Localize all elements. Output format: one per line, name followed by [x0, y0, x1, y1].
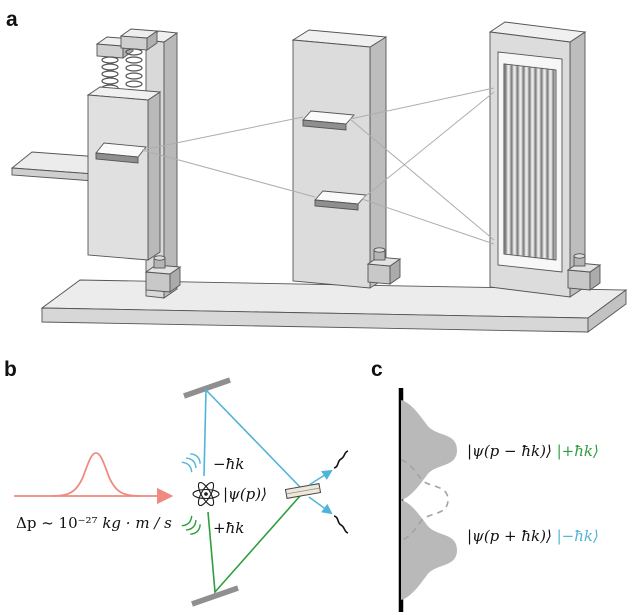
spring-right-icon	[125, 48, 143, 88]
slit-plate-front	[87, 94, 149, 261]
beam-paths	[141, 87, 495, 245]
lower-wavepacket-label: |ψ(p + ħk)⟩ |−ħk⟩	[467, 527, 599, 545]
mirror-top-icon	[183, 377, 231, 399]
beam-path	[361, 91, 495, 200]
mount-block-front	[145, 271, 171, 293]
upper-wavepacket	[401, 400, 457, 500]
nucleus-dot	[204, 492, 208, 496]
impulse-value: Δp ~ 10⁻²⁷	[16, 514, 102, 532]
lower-state-label: |ψ(p + ħk)⟩	[467, 527, 557, 545]
laser-pulse-waveform	[51, 452, 141, 497]
spring-left-icon	[101, 56, 119, 92]
upper-state-label: |ψ(p − ħk)⟩	[467, 442, 557, 460]
upper-beam-blue	[203, 388, 301, 488]
upper-slit-lip	[302, 119, 347, 131]
upper-wavepacket-label: |ψ(p − ħk)⟩ |+ħk⟩	[467, 442, 599, 460]
lower-slit-lip	[314, 199, 359, 211]
panel-b-label: b	[4, 358, 17, 381]
beam-path	[349, 118, 495, 241]
fringe-border	[503, 63, 557, 261]
beam-path	[349, 87, 495, 120]
recoiling-slit-plate	[86, 86, 162, 261]
bracket-top	[119, 28, 159, 39]
lower-wavepacket	[401, 500, 457, 600]
beam-path	[361, 198, 495, 245]
beamsplitter-midline	[286, 487, 320, 495]
knob-top	[573, 253, 586, 259]
atom-state-label: |ψ(p)⟩	[223, 485, 267, 503]
source-plate	[10, 28, 182, 299]
interference-fringes	[504, 64, 556, 260]
panel-c-label: c	[371, 358, 383, 381]
base-side	[587, 289, 627, 333]
lower-beam-green	[207, 495, 301, 594]
lower-photon-label: |−ħk⟩	[557, 527, 599, 545]
knob-top	[153, 255, 166, 261]
detection-screen	[488, 21, 602, 298]
mirror-bottom-icon	[191, 585, 239, 607]
mounting-bolt-1	[144, 255, 182, 293]
beamsplitter-icon	[284, 483, 322, 499]
initial-wavepacket-dashed	[400, 459, 449, 541]
impulse-units: kg · m / s	[102, 514, 172, 532]
output-arrow-upper	[308, 469, 333, 486]
atom-icon	[192, 481, 220, 507]
panel-a: a	[6, 8, 628, 333]
upper-photon-label: |+ħk⟩	[557, 442, 599, 460]
photon-waves-green-icon	[181, 515, 201, 535]
mount-block-front	[367, 263, 391, 285]
beam-path	[141, 149, 316, 198]
lower-recoil-label: +ħk	[213, 519, 244, 537]
mount-block-front	[567, 269, 591, 291]
mounting-bolt-3	[566, 253, 602, 291]
mounting-bolt-2	[366, 247, 402, 285]
panel-b: b Δp ~ 10⁻²⁷ kg · m / s −ħk +ħk |ψ(p)⟩	[4, 358, 349, 607]
frame-post-side	[163, 32, 178, 299]
detector-upper-icon	[333, 450, 349, 469]
panel-a-label: a	[6, 8, 18, 31]
top-bracket-right	[119, 28, 159, 51]
slit-plate-side	[147, 91, 161, 261]
upper-recoil-label: −ħk	[213, 455, 244, 473]
base-platform	[40, 279, 628, 333]
plate2-front	[292, 39, 371, 289]
detector-lower-icon	[333, 515, 349, 534]
panel-c: c |ψ(p − ħk)⟩ |+ħk⟩ |ψ(p + ħk)⟩ |−ħk⟩	[371, 358, 599, 612]
knob-top	[373, 247, 386, 253]
impulse-label: Δp ~ 10⁻²⁷ kg · m / s	[16, 514, 172, 532]
beam-path	[141, 116, 304, 151]
double-slit-plate	[291, 29, 402, 289]
source-slit-lip	[95, 152, 139, 164]
photon-waves-blue-icon	[181, 453, 201, 473]
output-arrow-lower	[308, 496, 333, 515]
